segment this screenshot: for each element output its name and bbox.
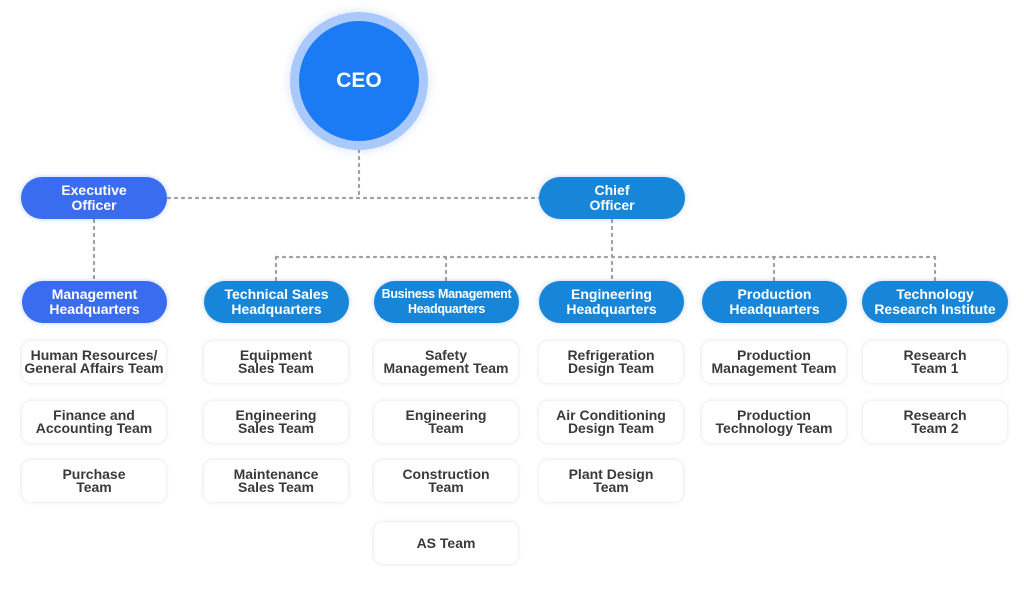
hq-production[interactable]: Production Headquarters bbox=[702, 281, 847, 323]
team-plant-design[interactable]: Plant Design Team bbox=[539, 460, 683, 502]
ceo-node[interactable]: CEO bbox=[299, 21, 419, 141]
ceo-label: CEO bbox=[336, 69, 382, 92]
team-as[interactable]: AS Team bbox=[374, 522, 518, 564]
team-research-2[interactable]: Research Team 2 bbox=[863, 401, 1007, 443]
team-refrigeration-design[interactable]: Refrigeration Design Team bbox=[539, 341, 683, 383]
team-engineering[interactable]: Engineering Team bbox=[374, 401, 518, 443]
hq-business-management[interactable]: Business Management Headquarters bbox=[374, 281, 519, 323]
team-equipment-sales[interactable]: Equipment Sales Team bbox=[204, 341, 348, 383]
hq-technology-research[interactable]: Technology Research Institute bbox=[862, 281, 1008, 323]
hq-management[interactable]: Management Headquarters bbox=[22, 281, 167, 323]
team-purchase[interactable]: Purchase Team bbox=[22, 460, 166, 502]
team-production-management[interactable]: Production Management Team bbox=[702, 341, 846, 383]
team-research-1[interactable]: Research Team 1 bbox=[863, 341, 1007, 383]
team-hr-general-affairs[interactable]: Human Resources/ General Affairs Team bbox=[22, 341, 166, 383]
hq-engineering[interactable]: Engineering Headquarters bbox=[539, 281, 684, 323]
team-production-technology[interactable]: Production Technology Team bbox=[702, 401, 846, 443]
team-finance-accounting[interactable]: Finance and Accounting Team bbox=[22, 401, 166, 443]
team-construction[interactable]: Construction Team bbox=[374, 460, 518, 502]
team-engineering-sales[interactable]: Engineering Sales Team bbox=[204, 401, 348, 443]
team-safety-management[interactable]: Safety Management Team bbox=[374, 341, 518, 383]
team-maintenance-sales[interactable]: Maintenance Sales Team bbox=[204, 460, 348, 502]
hq-technical-sales[interactable]: Technical Sales Headquarters bbox=[204, 281, 349, 323]
chief-officer-node[interactable]: Chief Officer bbox=[539, 177, 685, 219]
executive-officer-node[interactable]: Executive Officer bbox=[21, 177, 167, 219]
team-air-conditioning-design[interactable]: Air Conditioning Design Team bbox=[539, 401, 683, 443]
